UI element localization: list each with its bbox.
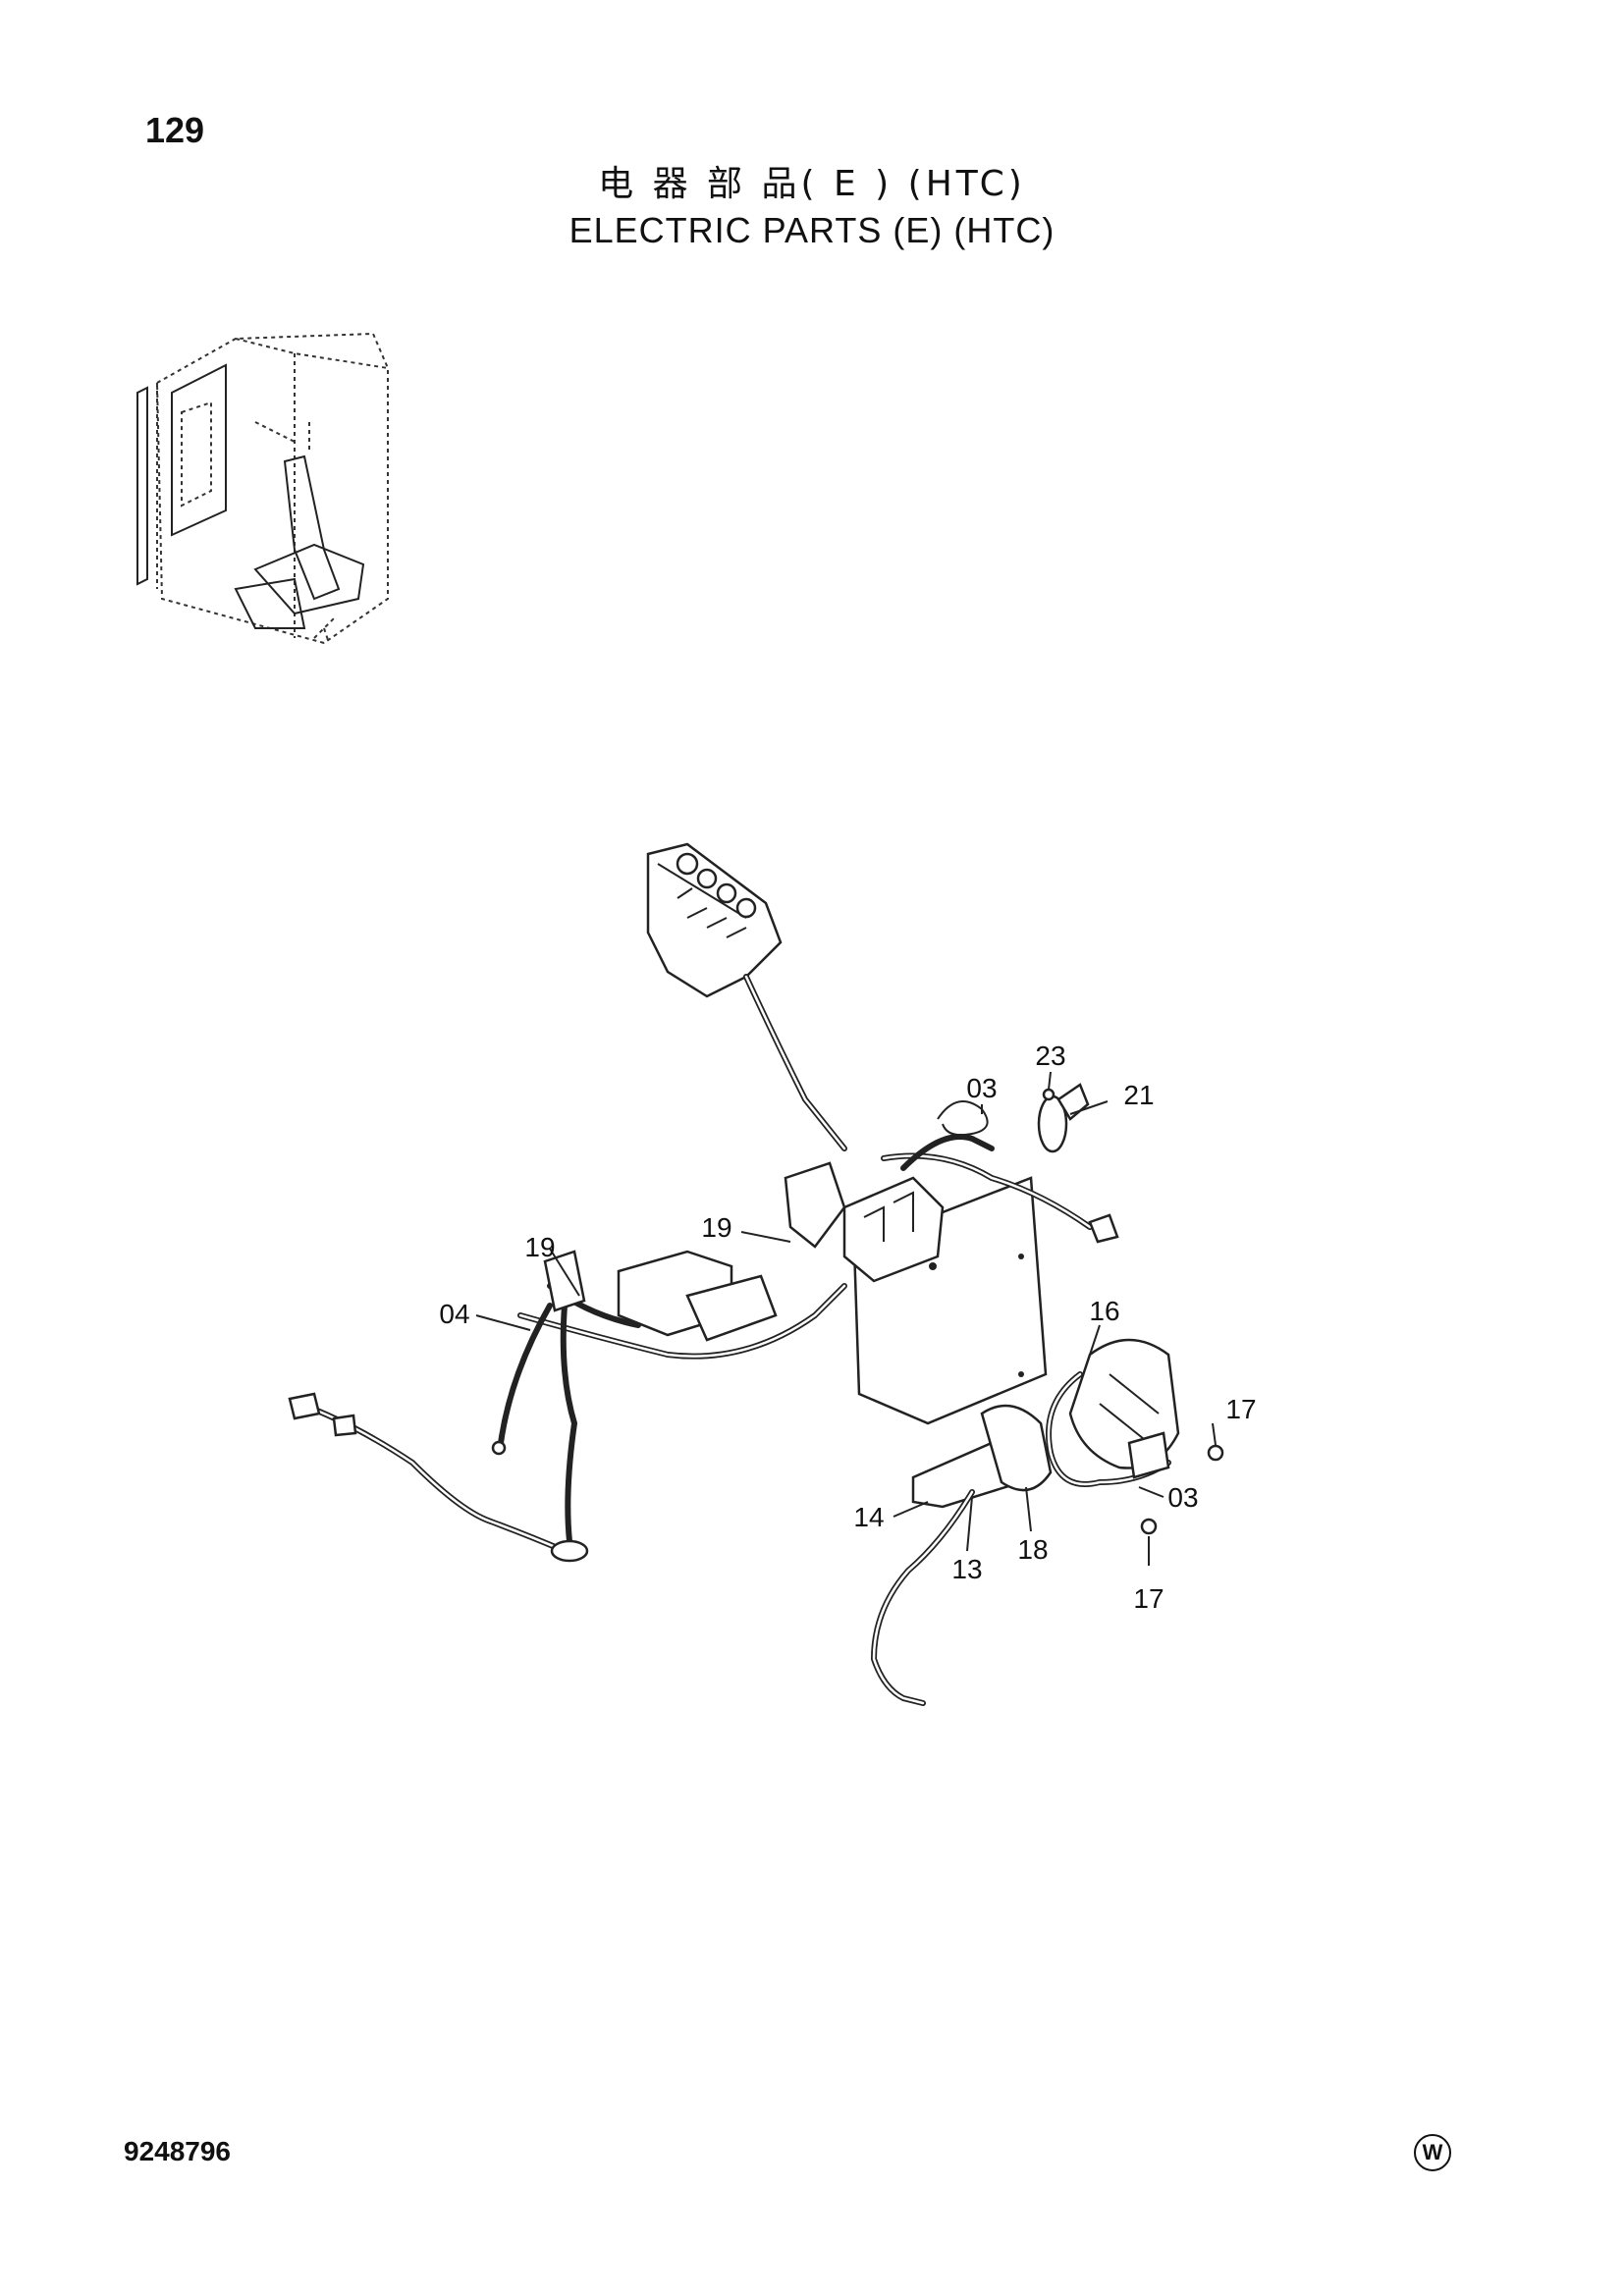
callout-03: 03: [966, 1073, 997, 1103]
callout-21: 21: [1123, 1080, 1154, 1110]
callout-23: 23: [1035, 1041, 1065, 1071]
callout-labels: 23 03 21 19 19 04 16 17 03 14 13 18 17: [439, 1041, 1256, 1614]
callout-19: 19: [524, 1232, 555, 1262]
leader-lines: [475, 1071, 1217, 1566]
callout-14: 14: [853, 1502, 884, 1532]
callout-17: 17: [1133, 1583, 1164, 1614]
callout-19: 19: [701, 1212, 731, 1243]
page-number: 129: [145, 110, 205, 150]
callout-16: 16: [1089, 1296, 1119, 1326]
harness-assembly: [288, 842, 1224, 1706]
callout-03: 03: [1167, 1482, 1198, 1513]
circled-w-mark: W: [1414, 2134, 1451, 2171]
callout-13: 13: [951, 1554, 982, 1584]
cab-locator-drawing: [136, 332, 389, 645]
page-title-chinese: 电 器 部 品( E ) (HTC): [598, 164, 1026, 204]
callout-17: 17: [1225, 1394, 1256, 1424]
callout-18: 18: [1017, 1534, 1048, 1565]
document-code: 9248796: [124, 2136, 232, 2166]
page-title-english: ELECTRIC PARTS (E) (HTC): [568, 210, 1056, 250]
callout-04: 04: [439, 1299, 469, 1329]
